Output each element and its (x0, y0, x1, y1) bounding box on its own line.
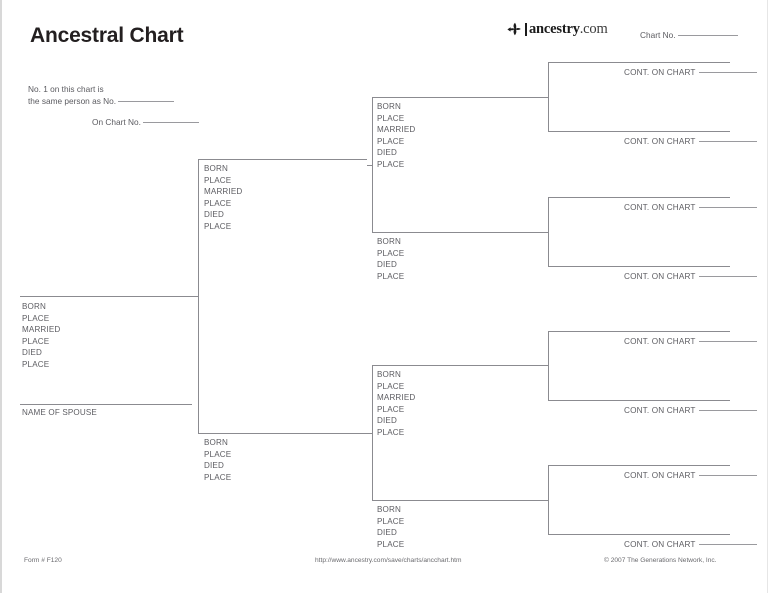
logo-divider-bar (525, 23, 527, 36)
logo-wordmark: ancestry (529, 21, 580, 37)
person-2-name-line[interactable] (198, 159, 367, 160)
connector-gen1-to-gen2 (192, 296, 199, 297)
cont-8-name-line[interactable] (548, 62, 730, 63)
gen4-bracket-4-spine (548, 465, 549, 534)
crossref-label-2: the same person as No. (28, 96, 117, 106)
cont-9-label: CONT. ON CHART (624, 137, 696, 146)
connector-person5-to-gen4 (537, 232, 548, 233)
cont-15-name-line[interactable] (548, 534, 730, 535)
logo-tld: .com (579, 21, 608, 37)
cont-12-label: CONT. ON CHART (624, 337, 696, 346)
crossref-line-2[interactable]: the same person as No. (28, 96, 175, 108)
gen2-bracket-spine (198, 159, 199, 434)
cont-15-field[interactable]: CONT. ON CHART (624, 540, 757, 549)
person-1-spouse-label: NAME OF SPOUSE (22, 408, 97, 417)
cont-15-label: CONT. ON CHART (624, 540, 696, 549)
person-6-name-line[interactable] (372, 365, 547, 366)
cont-15-blank[interactable] (698, 544, 757, 545)
crossref-line-3[interactable]: On Chart No. (92, 117, 199, 129)
person-1-fields: BORN PLACE MARRIED PLACE DIED PLACE (22, 302, 61, 369)
connector-person2-to-gen3 (367, 165, 373, 166)
cont-10-name-line[interactable] (548, 197, 730, 198)
cont-11-label: CONT. ON CHART (624, 272, 696, 281)
person-7-fields: BORN PLACE DIED PLACE (377, 505, 405, 549)
chart-no-blank[interactable] (677, 35, 738, 36)
connector-person3-to-gen3 (367, 433, 373, 434)
cont-11-field[interactable]: CONT. ON CHART (624, 272, 757, 281)
person-3-name-line[interactable] (198, 433, 367, 434)
footer-form-number: Form # F120 (24, 557, 62, 564)
crossref-same-person-blank[interactable] (118, 101, 175, 102)
footer-url[interactable]: http://www.ancestry.com/save/charts/ancc… (315, 557, 462, 564)
gen3-lower-bracket-spine (372, 365, 373, 501)
cont-9-field[interactable]: CONT. ON CHART (624, 137, 757, 146)
cont-12-name-line[interactable] (548, 331, 730, 332)
person-4-fields: BORN PLACE MARRIED PLACE DIED PLACE (377, 102, 416, 169)
cont-14-label: CONT. ON CHART (624, 471, 696, 480)
cont-13-field[interactable]: CONT. ON CHART (624, 406, 757, 415)
person-7-name-line[interactable] (372, 500, 547, 501)
cont-12-blank[interactable] (698, 341, 757, 342)
cont-13-label: CONT. ON CHART (624, 406, 696, 415)
cont-9-name-line[interactable] (548, 131, 730, 132)
cont-14-blank[interactable] (698, 475, 757, 476)
cont-8-label: CONT. ON CHART (624, 68, 696, 77)
crossref-label-3: On Chart No. (92, 117, 141, 127)
cont-8-blank[interactable] (698, 72, 757, 73)
connector-person4-to-gen4 (537, 97, 548, 98)
page-title: Ancestral Chart (30, 24, 184, 47)
ancestry-logo: ancestry .com (507, 21, 608, 38)
cont-10-blank[interactable] (698, 207, 757, 208)
ancestry-leaf-icon (507, 22, 521, 36)
footer-copyright: © 2007 The Generations Network, Inc. (604, 557, 717, 564)
cont-9-blank[interactable] (698, 141, 757, 142)
connector-person7-to-gen4 (537, 500, 548, 501)
person-3-fields: BORN PLACE DIED PLACE (204, 438, 232, 482)
gen4-bracket-1-spine (548, 62, 549, 131)
cont-11-blank[interactable] (698, 276, 757, 277)
person-6-fields: BORN PLACE MARRIED PLACE DIED PLACE (377, 370, 416, 437)
cont-10-field[interactable]: CONT. ON CHART (624, 203, 757, 212)
person-1-name-line[interactable] (20, 296, 192, 297)
cont-14-field[interactable]: CONT. ON CHART (624, 471, 757, 480)
person-1-spouse-line[interactable] (20, 404, 192, 405)
crossref-chart-no-blank[interactable] (142, 122, 199, 123)
person-2-fields: BORN PLACE MARRIED PLACE DIED PLACE (204, 164, 243, 231)
cont-13-blank[interactable] (698, 410, 757, 411)
person-5-fields: BORN PLACE DIED PLACE (377, 237, 405, 281)
cont-11-name-line[interactable] (548, 266, 730, 267)
cont-10-label: CONT. ON CHART (624, 203, 696, 212)
chart-no-label: Chart No. (640, 30, 676, 40)
gen4-bracket-2-spine (548, 197, 549, 266)
cont-14-name-line[interactable] (548, 465, 730, 466)
gen4-bracket-3-spine (548, 331, 549, 400)
chart-no-field[interactable]: Chart No. (640, 30, 738, 42)
cont-12-field[interactable]: CONT. ON CHART (624, 337, 757, 346)
person-4-name-line[interactable] (372, 97, 547, 98)
connector-person6-to-gen4 (537, 365, 548, 366)
gen3-upper-bracket-spine (372, 97, 373, 233)
person-5-name-line[interactable] (372, 232, 547, 233)
cont-13-name-line[interactable] (548, 400, 730, 401)
cont-8-field[interactable]: CONT. ON CHART (624, 68, 757, 77)
crossref-line-1: No. 1 on this chart is (28, 84, 104, 94)
